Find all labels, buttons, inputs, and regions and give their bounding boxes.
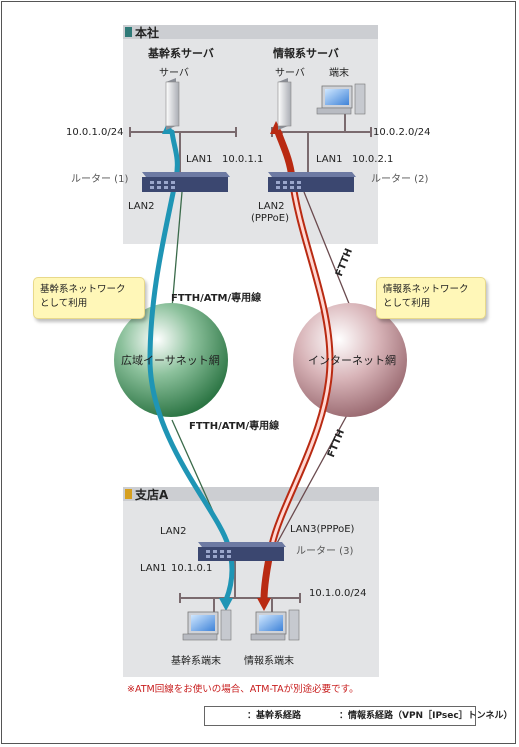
wide-area-ethernet-globe [114, 303, 228, 417]
branch-panel: 支店A [123, 487, 379, 677]
info-arrow-down [257, 598, 271, 611]
trunk-server-icon [165, 78, 180, 130]
trunk-terminal-label: 基幹系端末 [171, 656, 221, 667]
router-2-icon [268, 172, 356, 192]
hq-terminal-icon [316, 83, 366, 115]
access-line-label-lower: FTTH/ATM/専用線 [189, 421, 280, 432]
router3-lan1-ip: 10.1.0.1 [171, 563, 213, 574]
branch-subnet: 10.1.0.0/24 [309, 588, 367, 599]
branch-title-marker [125, 489, 132, 499]
hq-terminal-label: 端末 [329, 68, 349, 79]
router2-pppoe-label: (PPPoE) [251, 213, 289, 224]
branch-title: 支店A [135, 488, 169, 502]
trunk-network-note: 基幹系ネットワーク として利用 [33, 277, 145, 319]
trunk-arrow-down [219, 598, 233, 611]
info-terminal-icon [250, 609, 300, 641]
trunk-server-label: サーバ [159, 68, 189, 79]
router2-lan2-label: LAN2 [258, 201, 285, 212]
hq-subnet-2: 10.0.2.0/24 [373, 127, 431, 138]
router3-lan2-label: LAN2 [160, 526, 187, 537]
ethernet-globe-label: 広域イーサネット網 [121, 354, 220, 367]
hq-panel-header: 本社 [123, 25, 378, 40]
legend-trunk-label: ：基幹系経路 [247, 711, 302, 721]
router2-ip: 10.0.2.1 [352, 154, 394, 165]
router1-lan1-label: LAN1 [186, 154, 213, 165]
legend-info-label: ：情報系経路（VPN［IPsec］トンネル） [339, 711, 513, 721]
internet-globe [293, 303, 407, 417]
router3-name: ルーター (3) [296, 546, 354, 557]
router-3-icon [198, 542, 286, 561]
router-1-icon [142, 172, 230, 192]
info-server-label: サーバ [275, 68, 305, 79]
info-server-group-label: 情報系サーバ [273, 47, 339, 60]
info-terminal-label: 情報系端末 [244, 656, 294, 667]
router1-ip: 10.0.1.1 [222, 154, 264, 165]
info-server-icon [277, 78, 292, 130]
branch-panel-header: 支店A [123, 487, 379, 502]
hq-lan-lines [129, 112, 372, 178]
hq-title-marker [125, 27, 132, 37]
info-route-tunnel [270, 176, 332, 547]
branch-lan-lines [179, 560, 301, 614]
trunk-server-group-label: 基幹系サーバ [148, 47, 214, 60]
router3-lan3-label: LAN3(PPPoE) [290, 524, 355, 535]
router1-lan2-label: LAN2 [128, 201, 155, 212]
router1-name: ルーター (1) [71, 174, 129, 185]
hq-title: 本社 [135, 26, 160, 40]
access-line-label-upper: FTTH/ATM/専用線 [171, 293, 262, 304]
router2-name: ルーター (2) [371, 174, 429, 185]
route-legend [204, 706, 476, 726]
router2-lan1-label: LAN1 [316, 154, 343, 165]
hq-subnet-1: 10.0.1.0/24 [66, 127, 124, 138]
info-network-note: 情報系ネットワーク として利用 [376, 277, 486, 319]
router3-lan1-label: LAN1 [140, 563, 167, 574]
internet-globe-label: インターネット網 [308, 354, 396, 367]
hq-panel: 本社 [123, 25, 378, 244]
atm-footnote: ※ATM回線をお使いの場合、ATM-TAが別途必要です。 [127, 684, 359, 695]
trunk-terminal-icon [182, 609, 232, 641]
info-arrow-up [270, 121, 283, 134]
